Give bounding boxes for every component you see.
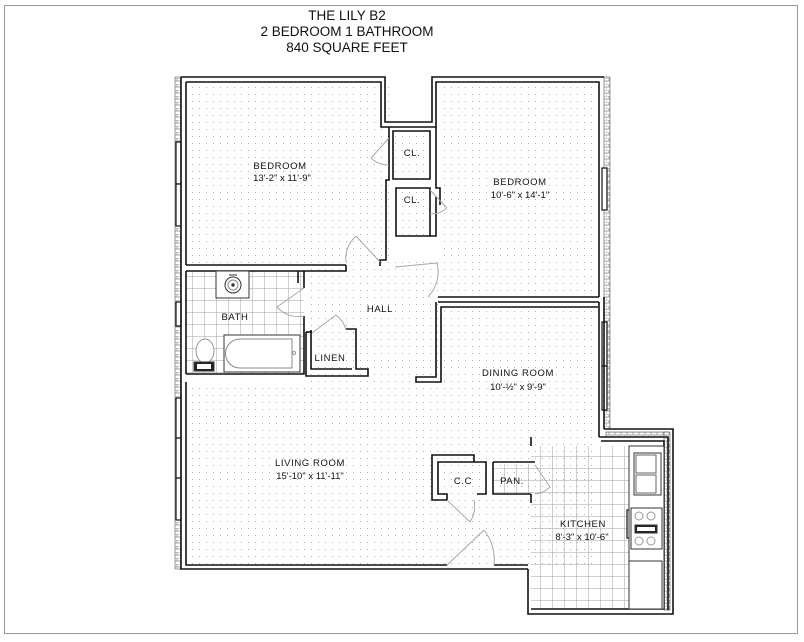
- dining-room-label: DINING ROOM: [482, 368, 554, 379]
- dining-room-dims: 10'-½" x 9'-9": [490, 382, 546, 393]
- door-linen: [311, 314, 347, 334]
- coat-closet-label: C.C: [454, 476, 472, 487]
- bedroom-2-dims: 10'-6" x 14'-1": [491, 190, 549, 201]
- toilet-icon: [195, 338, 215, 364]
- door-bedroom2: [394, 262, 439, 298]
- hall-label: HALL: [367, 304, 393, 315]
- kitchen-fixtures: [628, 445, 665, 610]
- doors[interactable]: [276, 137, 551, 566]
- walls: [180, 76, 674, 615]
- refrigerator-icon: [628, 560, 663, 610]
- door-closet2: [429, 189, 448, 215]
- living-room-label: LIVING ROOM: [275, 458, 345, 469]
- bedroom-1-label: BEDROOM: [253, 161, 306, 172]
- closet-2-label: CL.: [404, 195, 421, 206]
- door-bath: [276, 287, 305, 318]
- bath-label: BATH: [221, 312, 248, 323]
- door-pantry: [534, 464, 551, 495]
- living-room-dims: 15'-10" x 11'-11": [276, 471, 344, 482]
- linen-label: LINEN: [315, 353, 346, 364]
- title-block: THE LILY B2 2 BEDROOM 1 BATHROOM 840 SQU…: [0, 8, 694, 56]
- pantry-label: PAN.: [500, 476, 524, 487]
- door-bedroom1-closet: [370, 137, 390, 166]
- kitchen-dims: 8'-3" x 10'-6": [555, 532, 608, 543]
- door-bedroom1: [345, 235, 381, 263]
- bedroom-2-label: BEDROOM: [493, 177, 546, 188]
- plan-subtitle: 2 BEDROOM 1 BATHROOM: [260, 24, 434, 39]
- floor-fills: [186, 82, 629, 609]
- door-entry: [446, 529, 495, 566]
- kitchen-label: KITCHEN: [560, 519, 606, 530]
- bedroom-1-dims: 13'-2" x 11'-9": [253, 173, 311, 184]
- door-coat-closet: [446, 499, 476, 523]
- drawing-frame: [4, 5, 798, 634]
- room-labels: BEDROOM 13'-2" x 11'-9" BEDROOM 10'-6" x…: [221, 148, 608, 543]
- plan-title: THE LILY B2: [308, 8, 386, 23]
- closet-1-label: CL.: [404, 148, 421, 159]
- bath-fixtures: [193, 270, 301, 373]
- plan-area: 840 SQUARE FEET: [286, 40, 408, 55]
